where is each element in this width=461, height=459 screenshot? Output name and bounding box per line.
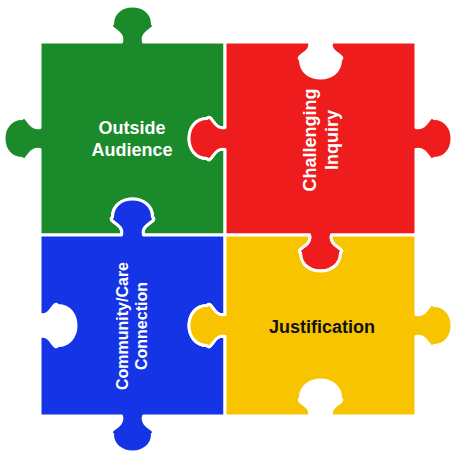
- puzzle-piece: Outside Audience: [0, 2, 225, 235]
- piece-label: Outside Audience: [67, 118, 197, 161]
- piece-label: Challenging Inquiry: [300, 70, 343, 210]
- piece-outline: [4, 6, 225, 235]
- piece-label: Community/Care Connection: [113, 242, 151, 410]
- piece-outline: [189, 235, 452, 416]
- piece-label: Justification: [269, 317, 375, 339]
- puzzle-piece: Justification: [185, 235, 456, 416]
